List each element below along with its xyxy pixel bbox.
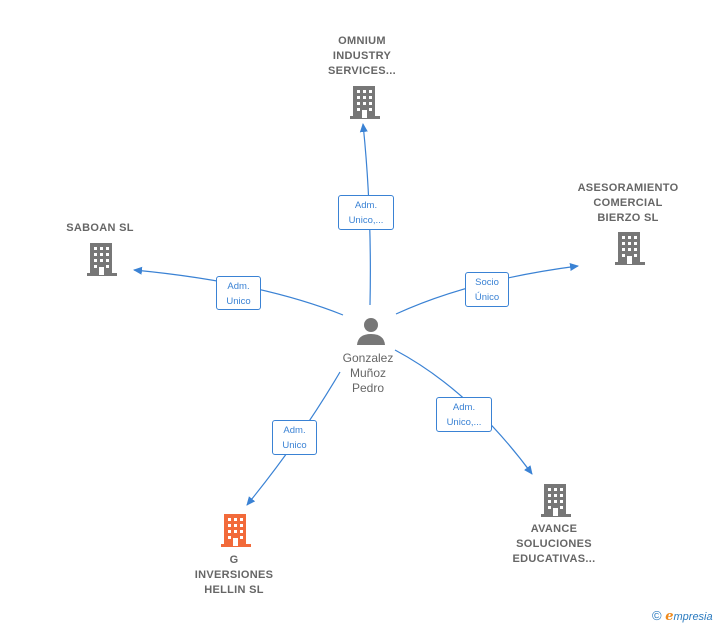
relation-label-omnium[interactable]: Adm. Unico,... [338, 195, 394, 230]
relation-label-asesoramiento[interactable]: Socio Único [465, 272, 509, 307]
relation-label-line1: Adm. [354, 200, 378, 211]
relation-label-line2: Único [474, 292, 500, 303]
relation-label-line1: Adm. [452, 402, 476, 413]
relation-label-line2: Unico,... [348, 215, 384, 226]
person-name[interactable]: Gonzalez Muñoz Pedro [342, 351, 394, 395]
building-icon[interactable] [86, 241, 118, 277]
company-label-asesoramiento[interactable]: ASESORAMIENTO COMERCIAL BIERZO SL [577, 182, 679, 224]
relation-label-line1: Adm. [227, 281, 250, 292]
relation-label-g-inversiones[interactable]: Adm. Unico [272, 420, 317, 455]
brand-logo-initial: e [665, 609, 674, 624]
relation-label-line2: Unico,... [446, 417, 482, 428]
copyright-symbol: © [652, 608, 662, 623]
building-icon[interactable] [614, 230, 646, 266]
relation-label-line1: Adm. [283, 425, 306, 436]
relation-label-avance[interactable]: Adm. Unico,... [436, 397, 492, 432]
person-icon[interactable] [356, 316, 386, 346]
company-label-avance[interactable]: AVANCE SOLUCIONES EDUCATIVAS... [512, 523, 596, 565]
brand-footer[interactable]: © empresia [652, 608, 713, 624]
company-label-g-inversiones[interactable]: G INVERSIONES HELLIN SL [194, 554, 274, 596]
relation-label-line2: Unico [282, 440, 307, 451]
company-label-saboan[interactable]: SABOAN SL [66, 222, 134, 234]
building-icon[interactable] [220, 512, 252, 548]
brand-logo-text: mpresia [673, 611, 713, 623]
building-icon[interactable] [540, 482, 572, 518]
relation-label-saboan[interactable]: Adm. Unico [216, 276, 261, 310]
building-icon[interactable] [349, 84, 381, 120]
relation-label-line1: Socio [475, 277, 499, 288]
company-label-omnium[interactable]: OMNIUM INDUSTRY SERVICES... [328, 35, 396, 77]
relation-label-line2: Unico [226, 296, 251, 307]
